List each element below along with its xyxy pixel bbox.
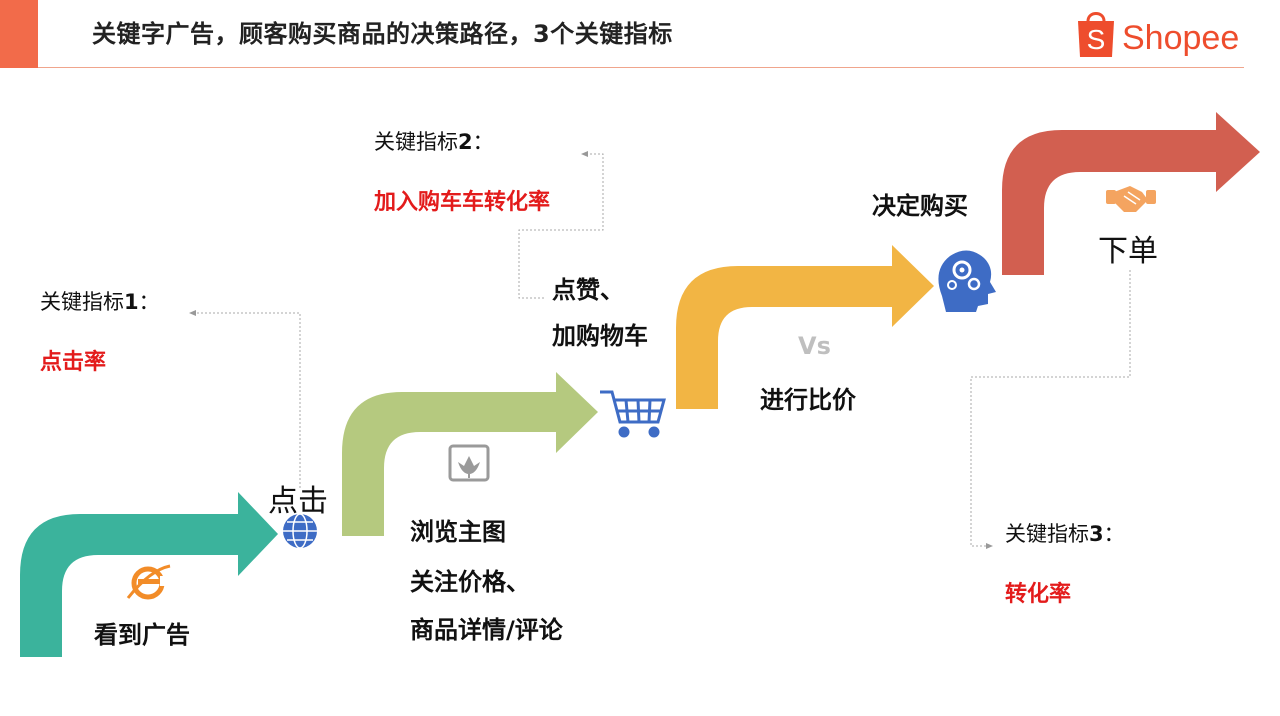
step-add-cart-line-1: 点赞、 xyxy=(552,276,624,304)
photo-icon xyxy=(448,444,490,482)
shopee-bag-icon: S xyxy=(1078,12,1114,57)
step-browse-line-2: 关注价格、 xyxy=(410,568,530,596)
arrow-see-ad xyxy=(20,492,278,657)
handshake-icon xyxy=(1106,186,1156,212)
shopee-logo: S Shopee xyxy=(1076,6,1239,60)
ie-browser-icon xyxy=(126,564,171,600)
brand-name: Shopee xyxy=(1122,19,1240,57)
connector-metric-3 xyxy=(970,270,1131,549)
step-order: 下单 xyxy=(1098,234,1158,269)
metric-2-value: 加入购车车转化率 xyxy=(374,190,551,215)
metric-3-value: 转化率 xyxy=(1005,582,1072,607)
vs-label: Vs xyxy=(798,332,831,360)
globe-icon xyxy=(283,513,317,549)
head-gears-icon xyxy=(938,250,996,312)
step-compare: 进行比价 xyxy=(760,386,856,414)
step-browse-line-1: 浏览主图 xyxy=(410,518,506,546)
header-accent-block xyxy=(0,0,38,68)
shopee-bag-letter: S xyxy=(1087,24,1106,55)
metric-2-label: 关键指标2： xyxy=(374,130,494,154)
step-decide: 决定购买 xyxy=(872,192,968,220)
header-divider xyxy=(38,67,1244,68)
shopping-cart-icon xyxy=(600,390,666,438)
connector-metric-2 xyxy=(518,151,604,299)
arrow-browse xyxy=(342,372,598,536)
metric-1-label: 关键指标1： xyxy=(40,290,160,314)
step-click: 点击 xyxy=(268,484,328,519)
metric-1-value: 点击率 xyxy=(40,350,107,375)
metric-3-label: 关键指标3： xyxy=(1005,522,1125,546)
step-add-cart-line-2: 加购物车 xyxy=(552,322,648,350)
connector-metric-1 xyxy=(189,310,301,488)
step-browse-line-3: 商品详情/评论 xyxy=(410,616,563,644)
arrow-order xyxy=(1002,112,1260,275)
page-title: 关键字广告，顾客购买商品的决策路径，3个关键指标 xyxy=(92,20,673,48)
step-see-ad: 看到广告 xyxy=(94,621,190,649)
arrow-compare xyxy=(676,245,934,409)
